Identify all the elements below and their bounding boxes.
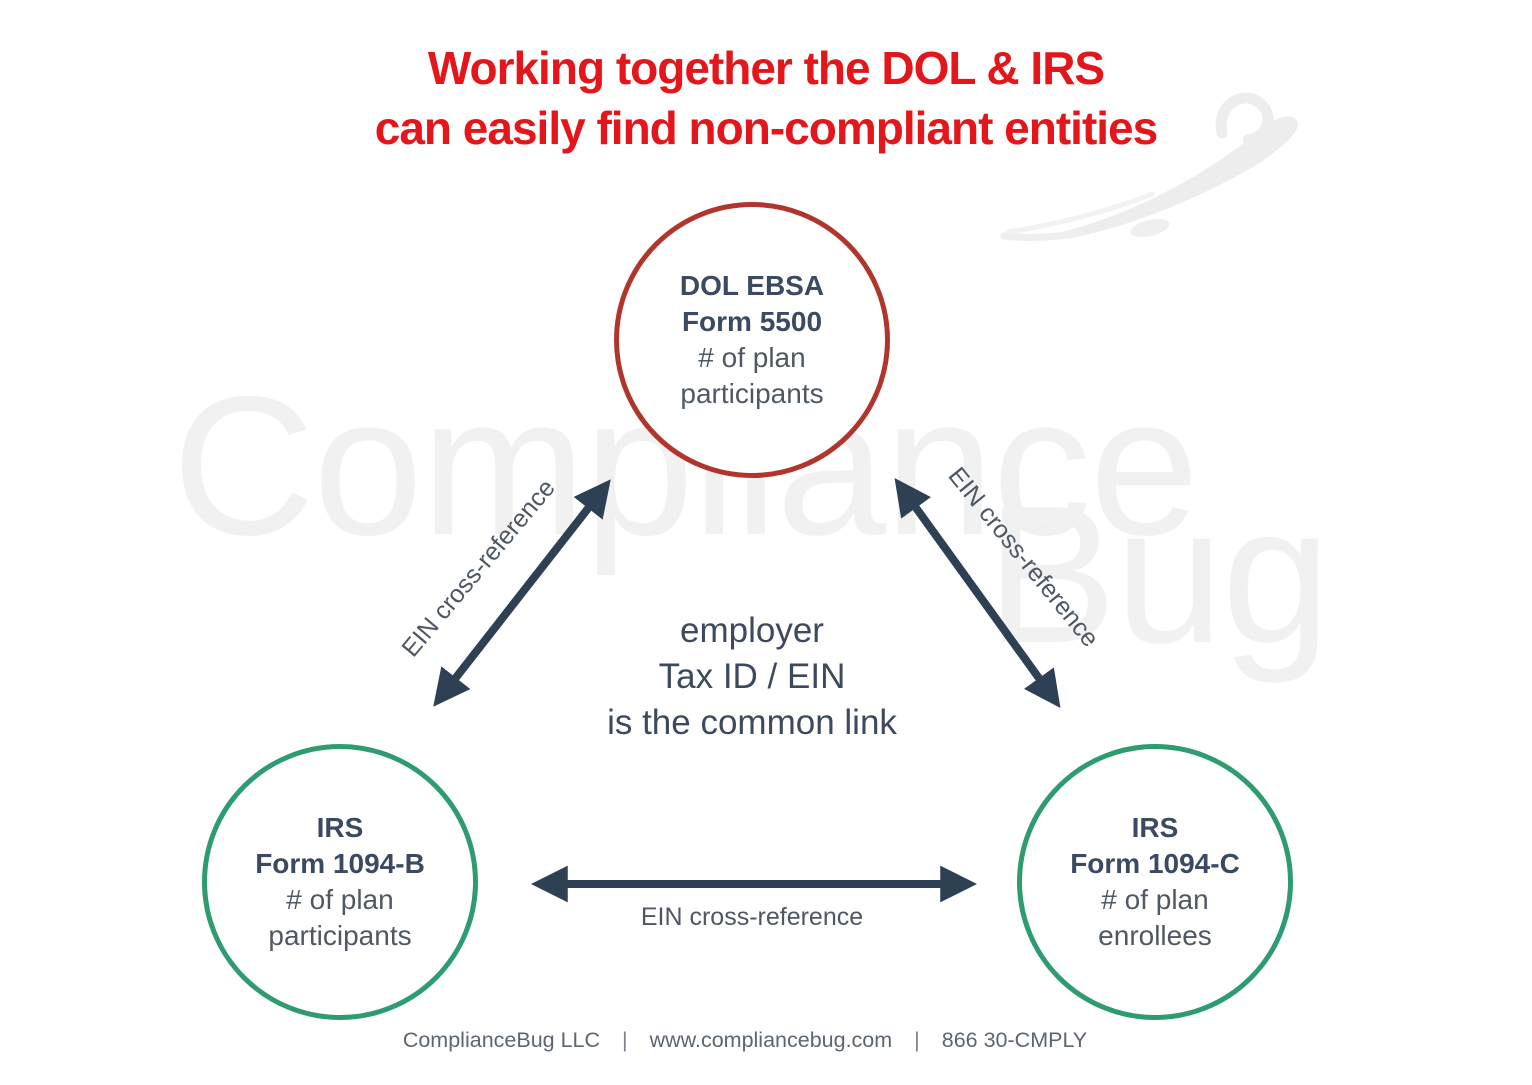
node-metric: participants <box>268 920 412 951</box>
edge-label-bottom: EIN cross-reference <box>640 903 864 931</box>
node-metric: participants <box>680 378 824 409</box>
node-irs-1094b: IRS Form 1094-B # of plan participants <box>202 744 478 1020</box>
node-metric: # of plan <box>1101 884 1209 915</box>
node-metric: # of plan <box>698 342 806 373</box>
center-message: employer Tax ID / EIN is the common link <box>0 608 1504 746</box>
page-title-line-1: Working together the DOL & IRS <box>427 42 1105 94</box>
footer: ComplianceBug LLC | www.compliancebug.co… <box>0 1028 1490 1053</box>
footer-phone: 866 30-CMPLY <box>941 1028 1088 1052</box>
page-title: Working together the DOL & IRS can easil… <box>0 38 1532 158</box>
page-title-line-2: can easily find non-compliant entities <box>374 102 1158 154</box>
node-dol-ebsa: DOL EBSA Form 5500 # of plan participant… <box>614 202 890 478</box>
footer-company: ComplianceBug LLC <box>402 1028 601 1052</box>
node-org: IRS <box>1131 812 1179 843</box>
node-org: DOL EBSA <box>679 270 825 301</box>
node-irs-1094c: IRS Form 1094-C # of plan enrollees <box>1017 744 1293 1020</box>
node-form: Form 1094-C <box>1070 848 1240 879</box>
node-metric: # of plan <box>286 884 394 915</box>
node-org: IRS <box>316 812 364 843</box>
node-metric: enrollees <box>1098 920 1212 951</box>
center-message-line-2: Tax ID / EIN <box>658 657 846 696</box>
center-message-line-1: employer <box>680 611 824 650</box>
footer-separator: | <box>622 1028 628 1052</box>
center-message-line-3: is the common link <box>607 703 897 742</box>
node-form: Form 5500 <box>681 306 823 337</box>
node-form: Form 1094-B <box>255 848 425 879</box>
footer-website: www.compliancebug.com <box>649 1028 893 1052</box>
footer-separator: | <box>914 1028 920 1052</box>
